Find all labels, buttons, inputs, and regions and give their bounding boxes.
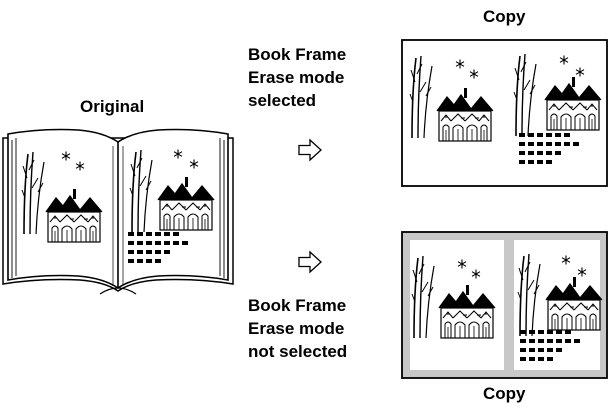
bottom-mode-line-2: Erase mode — [248, 319, 345, 338]
arrow-right-icon — [298, 251, 322, 273]
top-copy-label: Copy — [483, 7, 526, 26]
copy-frame-erased — [401, 39, 608, 187]
bottom-mode-line-1: Book Frame — [248, 296, 347, 315]
original-label: Original — [80, 97, 145, 116]
top-mode-line-1: Book Frame — [248, 45, 347, 64]
bottom-copy-label: Copy — [483, 384, 526, 403]
original-book — [2, 128, 234, 295]
top-mode-line-2: Erase mode — [248, 68, 345, 87]
copy-frame-not-erased — [401, 231, 608, 379]
bottom-mode-line-3: not selected — [248, 342, 348, 361]
arrow-right-icon — [298, 139, 322, 161]
top-mode-line-3: selected — [248, 91, 317, 110]
